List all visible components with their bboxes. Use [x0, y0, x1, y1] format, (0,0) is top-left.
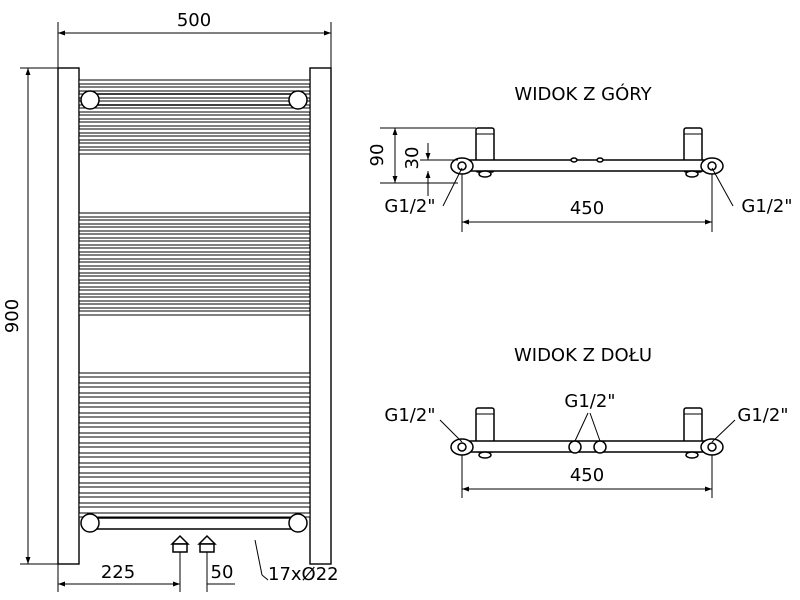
bottom-view-title: WIDOK Z DOŁU: [514, 345, 652, 366]
horizontal-tube: [78, 303, 311, 309]
horizontal-tube: [78, 128, 311, 134]
dimension-pipe-position: 225 50: [57, 552, 235, 592]
top-offset-label: 30: [402, 147, 423, 170]
tubes-callout: 17xØ22: [254, 539, 339, 585]
horizontal-tube: [78, 432, 311, 438]
horizontal-tube: [78, 296, 311, 302]
horizontal-tube: [78, 310, 311, 316]
front-view: 500 900 225 50 17xØ22: [2, 10, 339, 592]
top-connection-right: G1/2": [741, 196, 792, 217]
pipe-spacing-label: 50: [211, 562, 234, 583]
horizontal-tube: [78, 135, 311, 141]
top-spacing-label: 450: [570, 198, 604, 219]
horizontal-tube: [78, 282, 311, 288]
horizontal-tube: [78, 275, 311, 281]
horizontal-tube: [78, 482, 311, 488]
dimension-height: 900: [2, 67, 58, 565]
horizontal-tubes: [78, 79, 311, 518]
top-depth-label: 90: [367, 144, 388, 167]
horizontal-tube: [78, 289, 311, 295]
bottom-connection-right: G1/2": [737, 405, 788, 426]
horizontal-tube: [78, 142, 311, 148]
bottom-view: WIDOK Z DOŁU G1/2" G1/2" G1/2" 450: [384, 345, 789, 498]
horizontal-tube: [78, 121, 311, 127]
top-connection-left: G1/2": [384, 196, 435, 217]
width-label: 500: [177, 10, 211, 31]
horizontal-tube: [78, 247, 311, 253]
horizontal-tube: [78, 462, 311, 468]
horizontal-tube: [78, 512, 311, 518]
pipe-left-label: 225: [101, 562, 135, 583]
horizontal-tube: [78, 372, 311, 378]
horizontal-tube: [78, 472, 311, 478]
valve-left: [170, 534, 190, 553]
wall-bracket-bottom: [80, 513, 308, 533]
horizontal-tube: [78, 149, 311, 155]
right-collector: [309, 67, 332, 565]
horizontal-tube: [78, 233, 311, 239]
horizontal-tube: [78, 254, 311, 260]
horizontal-tube: [78, 422, 311, 428]
horizontal-tube: [78, 86, 311, 92]
height-label: 900: [2, 299, 23, 333]
horizontal-tube: [78, 79, 311, 85]
horizontal-tube: [78, 402, 311, 408]
left-collector: [57, 67, 80, 565]
horizontal-tube: [78, 502, 311, 508]
horizontal-tube: [78, 114, 311, 120]
bottom-connection-left: G1/2": [384, 405, 435, 426]
horizontal-tube: [78, 261, 311, 267]
bottom-spacing-label: 450: [570, 465, 604, 486]
horizontal-tube: [78, 452, 311, 458]
horizontal-tube: [78, 392, 311, 398]
horizontal-tube: [78, 412, 311, 418]
horizontal-tube: [78, 268, 311, 274]
horizontal-tube: [78, 226, 311, 232]
top-view-title: WIDOK Z GÓRY: [514, 83, 652, 105]
horizontal-tube: [78, 212, 311, 218]
wall-bracket-top: [80, 90, 308, 110]
dimension-width: 500: [57, 10, 332, 68]
horizontal-tube: [78, 492, 311, 498]
horizontal-tube: [78, 382, 311, 388]
horizontal-tube: [78, 107, 311, 113]
top-view: WIDOK Z GÓRY 90 30 G1/2" G1/2": [367, 83, 793, 232]
horizontal-tube: [78, 219, 311, 225]
valve-right: [197, 534, 217, 553]
bottom-connection-middle: G1/2": [564, 391, 615, 412]
horizontal-tube: [78, 240, 311, 246]
horizontal-tube: [78, 442, 311, 448]
tubes-label: 17xØ22: [268, 564, 339, 585]
